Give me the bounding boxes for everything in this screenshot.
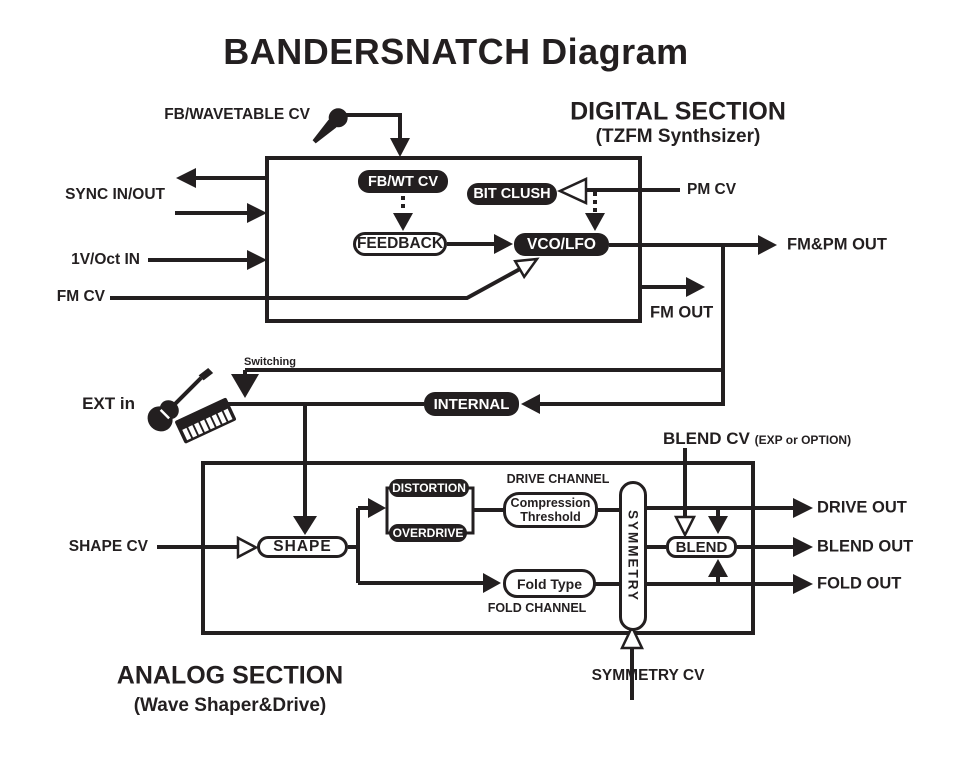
- label-blend-out: BLEND OUT: [817, 537, 914, 556]
- label-switching: Switching: [244, 356, 296, 368]
- label-fold-out: FOLD OUT: [817, 574, 902, 593]
- label-blend-cv: BLEND CV (EXP or OPTION): [663, 429, 851, 449]
- microphone-icon: [312, 108, 348, 144]
- solid-wires: [110, 113, 794, 700]
- label-symmetry-cv: SYMMETRY CV: [591, 667, 705, 684]
- label-shape-cv: SHAPE CV: [68, 538, 148, 555]
- block-vco-lfo: VCO/LFO: [514, 233, 609, 256]
- block-symmetry: SYMMETRY: [619, 481, 647, 631]
- label-1v-oct-in: 1V/Oct IN: [71, 251, 140, 268]
- digital-section-title: DIGITAL SECTION: [570, 97, 786, 126]
- block-bit-clush: BIT CLUSH: [467, 183, 557, 205]
- label-fb-wavetable-cv: FB/WAVETABLE CV: [164, 106, 310, 123]
- page-title: BANDERSNATCH Diagram: [223, 31, 689, 72]
- block-distortion: DISTORTION: [389, 479, 469, 497]
- blend-cv-note: (EXP or OPTION): [754, 433, 852, 447]
- block-fb-wt-cv: FB/WT CV: [358, 170, 448, 193]
- label-drive-out: DRIVE OUT: [817, 498, 907, 517]
- label-drive-channel: DRIVE CHANNEL: [506, 472, 610, 486]
- block-shape: SHAPE: [257, 536, 348, 558]
- compression-line1: Compression: [510, 496, 591, 510]
- block-blend: BLEND: [666, 536, 737, 558]
- block-compression-threshold: Compression Threshold: [503, 492, 598, 528]
- dotted-wires: [401, 192, 597, 212]
- open-arrowheads: [236, 177, 697, 650]
- label-sync-in-out: SYNC IN/OUT: [65, 186, 165, 203]
- analog-section-title: ANALOG SECTION: [116, 661, 344, 690]
- keyboard-icon: [175, 397, 237, 444]
- label-fold-channel: FOLD CHANNEL: [487, 601, 587, 615]
- label-pm-cv: PM CV: [687, 181, 737, 198]
- block-fold-type: Fold Type: [503, 569, 596, 598]
- compression-line2: Threshold: [520, 510, 581, 524]
- analog-section-subtitle: (Wave Shaper&Drive): [133, 695, 327, 716]
- label-fm-pm-out: FM&PM OUT: [787, 235, 887, 254]
- label-fm-out: FM OUT: [650, 303, 714, 322]
- label-fm-cv: FM CV: [56, 288, 105, 305]
- block-overdrive: OVERDRIVE: [389, 524, 467, 542]
- blend-cv-text: BLEND CV: [663, 429, 750, 448]
- digital-section-box: [265, 156, 642, 323]
- solid-arrowheads: [176, 138, 813, 594]
- digital-section-subtitle: (TZFM Synthsizer): [595, 126, 761, 147]
- label-ext-in: EXT in: [82, 394, 135, 413]
- block-feedback: FEEDBACK: [353, 232, 447, 256]
- guitar-icon: [147, 367, 214, 432]
- block-internal: INTERNAL: [424, 392, 519, 416]
